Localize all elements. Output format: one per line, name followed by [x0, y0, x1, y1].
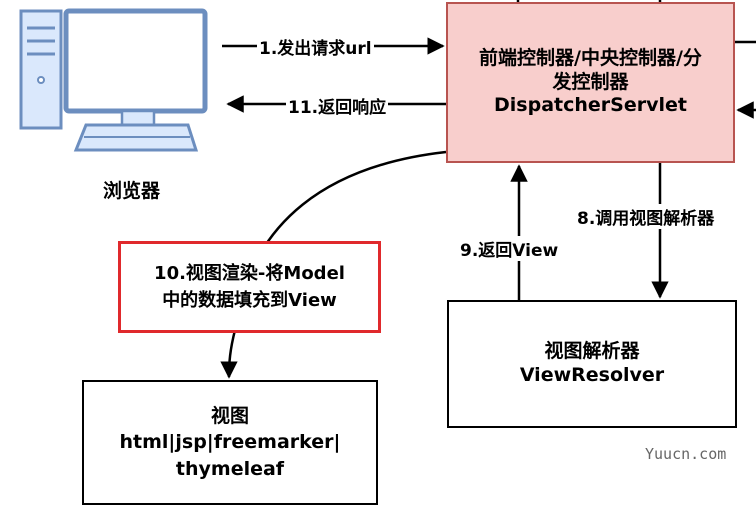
dispatcher-servlet-box: 前端控制器/中央控制器/分 发控制器 DispatcherServlet [446, 2, 735, 163]
view-title: 视图 [210, 404, 249, 427]
watermark: Yuucn.com [645, 445, 727, 463]
view-line2: html|jsp|freemarker| [119, 431, 341, 454]
view-box: 视图 html|jsp|freemarker| thymeleaf [82, 380, 378, 505]
render-note-line2: 中的数据填充到View [162, 290, 337, 311]
return-view-label: 9.返回View [458, 236, 561, 261]
resolver-title: 视图解析器 [544, 340, 640, 363]
resolver-name: ViewResolver [519, 364, 665, 386]
response-label: 11.返回响应 [286, 93, 389, 118]
browser-label: 浏览器 [103, 180, 161, 202]
view-line3: thymeleaf [175, 457, 285, 480]
request-label: 1.发出请求url [257, 34, 374, 59]
dispatcher-title-line1: 前端控制器/中央控制器/分 [479, 46, 702, 69]
dispatcher-title-line2: 发控制器 [552, 70, 629, 93]
view-resolver-box: 视图解析器 ViewResolver [447, 300, 737, 428]
call-resolver-label: 8.调用视图解析器 [575, 204, 717, 229]
render-note-line1: 10.视图渲染-将Model [154, 263, 345, 284]
computer-icon [19, 8, 208, 152]
dispatcher-name: DispatcherServlet [494, 94, 687, 117]
render-note-box: 10.视图渲染-将Model 中的数据填充到View [118, 241, 381, 333]
